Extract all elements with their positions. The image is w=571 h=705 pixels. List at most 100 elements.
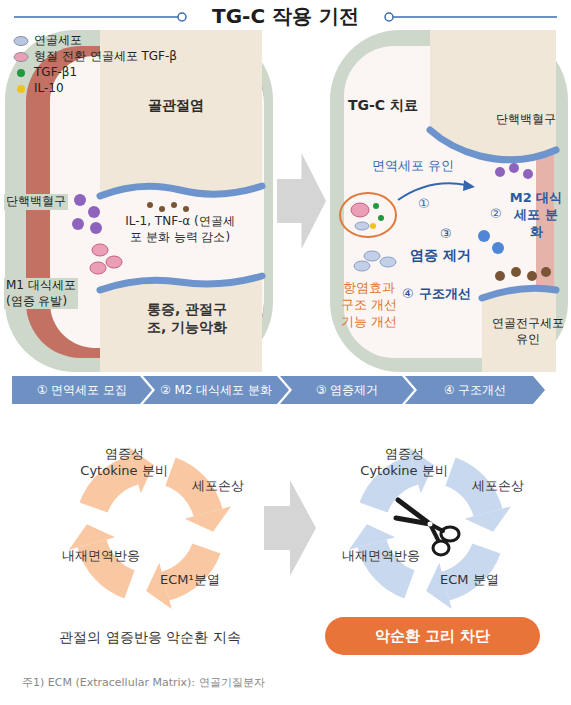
label-box: 관절의 염증반응 악순환 지속 [50,628,250,646]
step-chevron-label: ③ 염증제거 [316,383,379,397]
pill [325,617,540,655]
joint-right [330,30,568,372]
label: 관절의 염증반응 악순환 지속 [50,628,250,646]
step-chevron-label-box: ④ 구조개선 [419,376,531,404]
cytokine-dot [159,206,165,212]
monocyte [72,218,84,230]
step-chevron: ③ 염증제거 [280,376,414,404]
legend-text: 형질 전환 연골세포 TGF-β [34,49,177,65]
chevron [143,376,289,404]
label-box: ② [490,206,502,223]
label-box: 단핵백혈구 [4,190,68,210]
cycle-text: 염증성 Cytokine 분비 [354,446,454,480]
m1-macrophage [90,262,106,274]
label: 단핵백혈구 [4,194,68,210]
rule-line [393,16,557,18]
cartilage [430,130,556,160]
label: 통증, 관절구조, 기능악화 [145,300,229,336]
progenitor-cell [495,271,505,281]
step-chevron-label-box: ② M2 대식세포 분화 [157,376,275,404]
monocyte [523,169,533,179]
label: 염증 제거 [410,246,471,264]
legend-swatch-svg [12,34,30,48]
label-box: ④ [402,286,414,303]
cycle-text-box: 내재면역반응 [62,548,140,565]
joint-panel-text-box: TG-C 치료 [348,96,418,114]
step-chevron: ② M2 대식세포 분화 [143,376,289,404]
block-arrow [277,153,326,249]
joint-capsule [330,30,568,372]
rule-line [14,16,178,18]
cycle-rings [69,447,511,609]
legend-swatch [14,53,28,62]
legend-swatch [17,69,25,77]
cycle: 염증성 Cytokine 분비세포손상ECM¹분열내재면역반응 [40,440,260,616]
label-box: 단핵백혈구 [496,112,556,128]
label-box: IL-1, TNF-α (연골세포 분화 능력 감소) [125,214,235,245]
cycle-text: ECM¹분열 [160,572,220,589]
bone [482,288,556,372]
cytokine-dot [171,202,177,208]
cycle-text-box: ECM¹분열 [160,572,220,589]
joint-panel-text: 골관절염 [148,96,204,114]
tgf-dot [373,203,379,209]
cartilage [482,288,556,298]
step-chevron-label: ② M2 대식세포 분화 [160,383,272,397]
label-box: 염증 제거 [410,246,471,264]
label: 주1) ECM (Extracellular Matrix): 연골기질분자 [22,676,265,690]
step-chevron-label-box: ③ 염증제거 [294,376,400,404]
chondrocyte [355,222,369,230]
cycle-arrowhead [69,524,115,550]
progenitor-cell [511,267,521,277]
legend-swatch [17,85,25,93]
scissors-arm [430,524,438,540]
label-box: 연골전구세포 유인 [490,316,566,347]
cycle-text-box: 내재면역반응 [342,548,420,565]
cytokine-dot [183,206,189,212]
label: ④ [402,286,414,303]
label: 면역세포 유인 [372,158,454,175]
scissors-blade [396,518,430,524]
chondrocyte [354,261,370,271]
cycle-text: 염증성 Cytokine 분비 [74,446,174,480]
label: ③ [440,226,452,243]
block-arrow [264,480,316,576]
cycle-arrowhead [185,506,231,532]
scissors-icon [396,500,459,555]
tgf-dot [378,215,384,221]
monocyte [88,206,100,218]
progenitor-cell [527,271,537,281]
legend-text-box: TGF-β1 [34,65,77,81]
step-chevron-label-box: ① 면역세포 모집 [26,376,138,404]
tgc-cell [351,203,369,217]
label-box: 구조개선 [419,286,471,303]
monocyte [509,163,519,173]
cycle-text: ECM 분열 [440,572,499,589]
label-box: 주1) ECM (Extracellular Matrix): 연골기질분자 [22,676,265,690]
chondrocyte [380,257,396,267]
label: M1 대식세포 (염증 유발) [4,278,78,309]
label: IL-1, TNF-α (연골세포 분화 능력 감소) [125,214,235,245]
bone [430,30,556,160]
cycle: 염증성 Cytokine 분비세포손상ECM 분열내재면역반응 [320,440,540,616]
legend-swatch [14,37,28,46]
cycle-arrowhead [465,506,511,532]
monocyte [495,167,505,177]
result-pill-label-box: 악순환 고리 차단 [339,617,526,655]
rule-dot [385,13,393,21]
cycle-text: 내재면역반응 [342,548,420,565]
chevron [405,376,545,404]
label: ② [490,206,502,223]
label: M2 대식세포 분화 [508,190,564,241]
legend-text: IL-10 [34,81,64,97]
cycle-text-box: 염증성 Cytokine 분비 [74,446,174,480]
legend-text-box: IL-10 [34,81,64,97]
rule-dot [178,13,186,21]
label: 연골전구세포 유인 [490,316,566,347]
joint-capsule [5,30,273,372]
label-box: 통증, 관절구조, 기능악화 [145,300,229,336]
scissors-pivot [428,522,433,527]
legend-swatch-svg [12,66,30,80]
